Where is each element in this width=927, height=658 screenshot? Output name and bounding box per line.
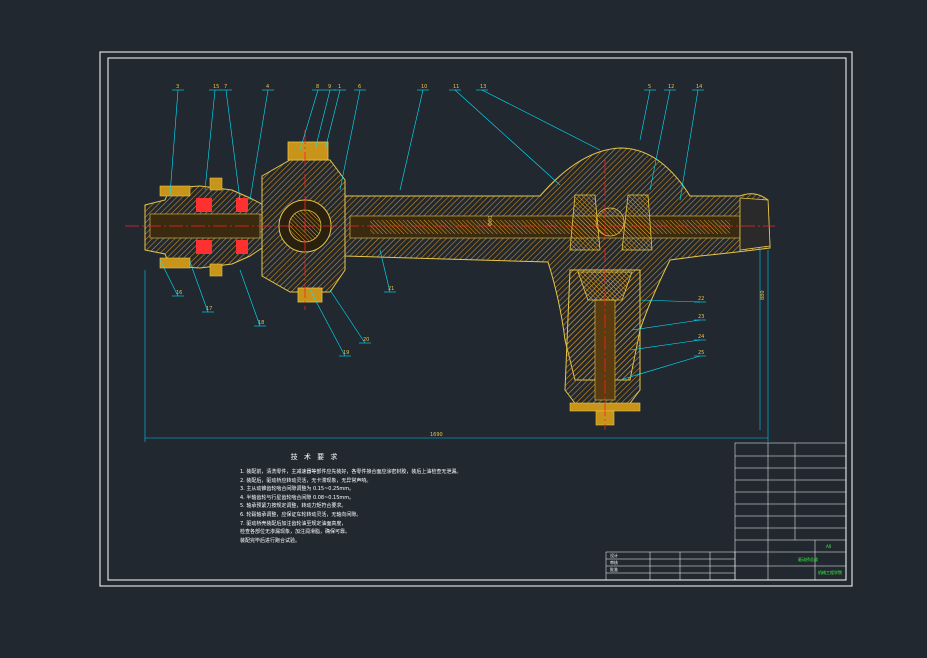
part-balloon-label: 18: [258, 320, 264, 326]
part-balloon-label: 6: [358, 84, 361, 90]
leader-line: [324, 89, 341, 151]
leader-line: [639, 89, 651, 141]
title-block: [605, 442, 847, 581]
technical-requirements: 技 术 要 求 1. 装配前，清洗零件，主减速器等部件应先装好，各零件接合面应涂…: [240, 452, 640, 545]
part-balloon-label: 20: [363, 337, 369, 343]
part-balloon-label: 12: [668, 84, 674, 90]
part-balloon-label: 14: [696, 84, 702, 90]
leader-line: [679, 89, 699, 201]
note-line: 检查各部位无渗漏现象，加注润滑脂，确保可靠。: [240, 529, 351, 536]
notes-title: 技 术 要 求: [290, 453, 340, 461]
outer-frame: [99, 51, 853, 587]
leader-line: [225, 89, 241, 201]
part-balloon-label: 8: [316, 84, 319, 90]
part-balloon-label: 17: [206, 306, 212, 312]
leader-line: [159, 259, 179, 297]
title-block-drawing-name: 驱动桥总成: [798, 557, 818, 562]
dimensions: [144, 250, 769, 442]
title-block-school: 机械工程学院: [818, 570, 842, 575]
leader-line: [189, 261, 209, 313]
leader-line: [314, 89, 331, 151]
part-balloon-label: 3: [176, 84, 179, 90]
part-balloon-label: 21: [388, 286, 394, 292]
note-line: 6. 轮毂轴承调整，应保证车轮转动灵活，无轴向间隙。: [240, 511, 362, 518]
part-balloon-label: 15: [213, 84, 219, 90]
part-balloon-label: 10: [421, 84, 427, 90]
leader-line: [309, 289, 346, 357]
part-balloon-label: 11: [453, 84, 459, 90]
note-line: 2. 装配后，驱动桥应转动灵活，无卡滞现象，无异常声响。: [240, 477, 372, 484]
leader-line: [399, 89, 424, 191]
leader-line: [329, 289, 366, 344]
title-block-scale: A0: [826, 544, 832, 549]
inner-frame: [107, 57, 847, 581]
part-balloon-label: 7: [224, 84, 227, 90]
title-block-designer: 设计: [610, 553, 618, 558]
leader-line: [619, 355, 701, 381]
note-line: 1. 装配前，清洗零件，主减速器等部件应先装好，各零件接合面应涂密封胶，装后上油…: [240, 469, 462, 475]
leader-line: [379, 249, 391, 293]
leader-line: [631, 319, 701, 331]
part-balloon-label: 22: [698, 296, 704, 302]
title-block-approver: 批准: [610, 567, 618, 572]
part-balloon-label: 24: [698, 334, 704, 340]
title-block-checker: 审核: [610, 560, 618, 565]
dim-overall-length: 1690: [430, 432, 443, 438]
leader-line: [204, 89, 216, 191]
leader-line: [299, 89, 319, 151]
leader-line: [649, 89, 671, 191]
note-line: 3. 主从动锥齿轮啮合间隙调整为 0.15~0.25mm。: [240, 486, 355, 493]
part-balloon-label: 13: [480, 84, 486, 90]
leader-line: [639, 299, 701, 303]
part-balloon-label: 5: [648, 84, 651, 90]
part-balloon-label: 1: [338, 84, 341, 90]
note-line: 装配完毕后进行跑合试验。: [240, 537, 301, 544]
steering-knuckle: [261, 141, 346, 303]
dim-axle-dia: Φ80: [488, 216, 494, 226]
part-balloon-label: 9: [328, 84, 331, 90]
axle-housing: [344, 147, 771, 426]
part-balloon-label: 23: [698, 314, 704, 320]
leader-line: [239, 269, 261, 327]
note-line: 7. 驱动桥壳装配后加注齿轮油至规定油面高度，: [240, 520, 347, 527]
note-line: 5. 轴承预紧力按规定调整，转动力矩符合要求。: [240, 503, 347, 510]
leader-lines: [159, 89, 706, 381]
leader-line: [169, 89, 179, 196]
part-balloon-label: 4: [266, 84, 269, 90]
dim-height: 880: [760, 290, 766, 300]
note-line: 4. 半轴齿轮与行星齿轮啮合间隙 0.08~0.15mm。: [240, 494, 355, 501]
leader-line: [339, 89, 361, 191]
leader-line: [481, 89, 601, 151]
part-balloon-label: 16: [176, 290, 182, 296]
leader-line: [249, 89, 269, 201]
leader-line: [629, 339, 701, 351]
wheel-hub-assembly: [144, 177, 263, 277]
leader-line: [454, 89, 561, 186]
part-balloon-label: 25: [698, 350, 704, 356]
part-balloon-label: 19: [343, 350, 349, 356]
